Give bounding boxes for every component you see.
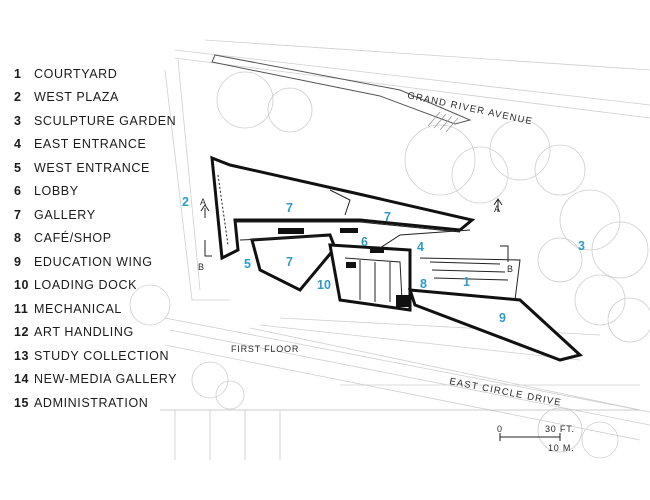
legend-label: STUDY COLLECTION	[34, 348, 170, 363]
legend-label: WEST ENTRANCE	[34, 160, 150, 175]
legend-label: LOBBY	[34, 184, 79, 199]
plan-number-lobby: 6	[361, 235, 368, 249]
solid-walls	[278, 228, 410, 307]
building-outline	[210, 155, 584, 362]
legend-label: LOADING DOCK	[34, 278, 138, 293]
legend-number: 2	[14, 90, 22, 105]
legend-number: 3	[14, 113, 22, 128]
legend-item: 3 SCULPTURE GARDEN	[14, 109, 214, 133]
interior-walls	[217, 174, 521, 302]
legend-item: 5 WEST ENTRANCE	[14, 156, 214, 180]
site-context	[129, 39, 650, 460]
section-mark-a-west: A	[200, 197, 207, 207]
legend-number: 13	[14, 348, 30, 363]
legend-item: 6 LOBBY	[14, 180, 214, 204]
street-east-circle: EAST CIRCLE DRIVE	[448, 376, 562, 409]
scale-bar	[499, 433, 561, 441]
section-mark-b-west: B	[198, 262, 205, 272]
legend-item: 1 COURTYARD	[14, 62, 214, 86]
legend-label: COURTYARD	[34, 66, 118, 81]
street-grand-river: GRAND RIVER AVENUE	[406, 90, 534, 127]
plan-number-east-entrance: 4	[417, 240, 424, 254]
scale-meters: 10 M.	[548, 443, 575, 453]
legend-label: SCULPTURE GARDEN	[34, 113, 177, 128]
plan-number-loading-dock: 10	[317, 278, 331, 292]
plan-number-gallery-upper-east: 7	[384, 210, 391, 224]
plan-number-west-plaza: 2	[182, 195, 189, 209]
legend-item: 7 GALLERY	[14, 203, 214, 227]
legend-number: 7	[14, 207, 22, 222]
legend-label: ART HANDLING	[34, 325, 134, 340]
legend-number: 11	[14, 301, 29, 316]
legend-number: 14	[14, 372, 30, 387]
legend-label: EAST ENTRANCE	[34, 137, 147, 152]
plan-number-gallery-upper-west: 7	[286, 201, 293, 215]
legend-item: 8 CAFÉ/SHOP	[14, 227, 214, 251]
legend-item: 10 LOADING DOCK	[14, 274, 214, 298]
legend-number: 9	[14, 254, 22, 269]
legend-label: GALLERY	[34, 207, 96, 222]
scale-zero: 0	[497, 424, 503, 434]
legend-number: 10	[14, 278, 30, 293]
legend-item: 2 WEST PLAZA	[14, 86, 214, 110]
legend-item: 11 MECHANICAL	[14, 297, 214, 321]
legend-item: 9 EDUCATION WING	[14, 250, 214, 274]
legend-item: 4 EAST ENTRANCE	[14, 133, 214, 157]
legend-label: CAFÉ/SHOP	[34, 231, 112, 246]
plan-number-west-entrance: 5	[244, 257, 251, 271]
legend-number: 4	[14, 137, 22, 152]
plan-number-cafe-shop: 8	[420, 277, 427, 291]
floor-label: FIRST FLOOR	[231, 344, 299, 354]
legend-label: EDUCATION WING	[34, 254, 153, 269]
legend-number: 12	[14, 325, 30, 340]
legend-label: NEW-MEDIA GALLERY	[34, 372, 178, 387]
legend-number: 5	[14, 160, 22, 175]
legend-number: 6	[14, 184, 22, 199]
plan-number-education-wing: 9	[499, 311, 506, 325]
legend-item: 15 ADMINISTRATION	[14, 391, 214, 415]
scale-feet: 30 FT.	[545, 424, 575, 434]
legend-item: 12 ART HANDLING	[14, 321, 214, 345]
legend-number: 1	[14, 66, 22, 81]
legend-number: 8	[14, 231, 22, 246]
section-mark-b-east: B	[507, 264, 514, 274]
legend-number: 15	[14, 395, 30, 410]
legend-label: MECHANICAL	[34, 301, 122, 316]
legend-item: 14 NEW-MEDIA GALLERY	[14, 368, 214, 392]
plan-number-sculpture-garden: 3	[578, 239, 585, 253]
plan-number-gallery-lower: 7	[286, 255, 293, 269]
plan-number-courtyard: 1	[463, 275, 470, 289]
legend-item: 13 STUDY COLLECTION	[14, 344, 214, 368]
section-mark-a-east: A	[494, 204, 501, 214]
legend-label: WEST PLAZA	[34, 90, 119, 105]
section-marks	[200, 198, 509, 262]
legend-label: ADMINISTRATION	[34, 395, 149, 410]
